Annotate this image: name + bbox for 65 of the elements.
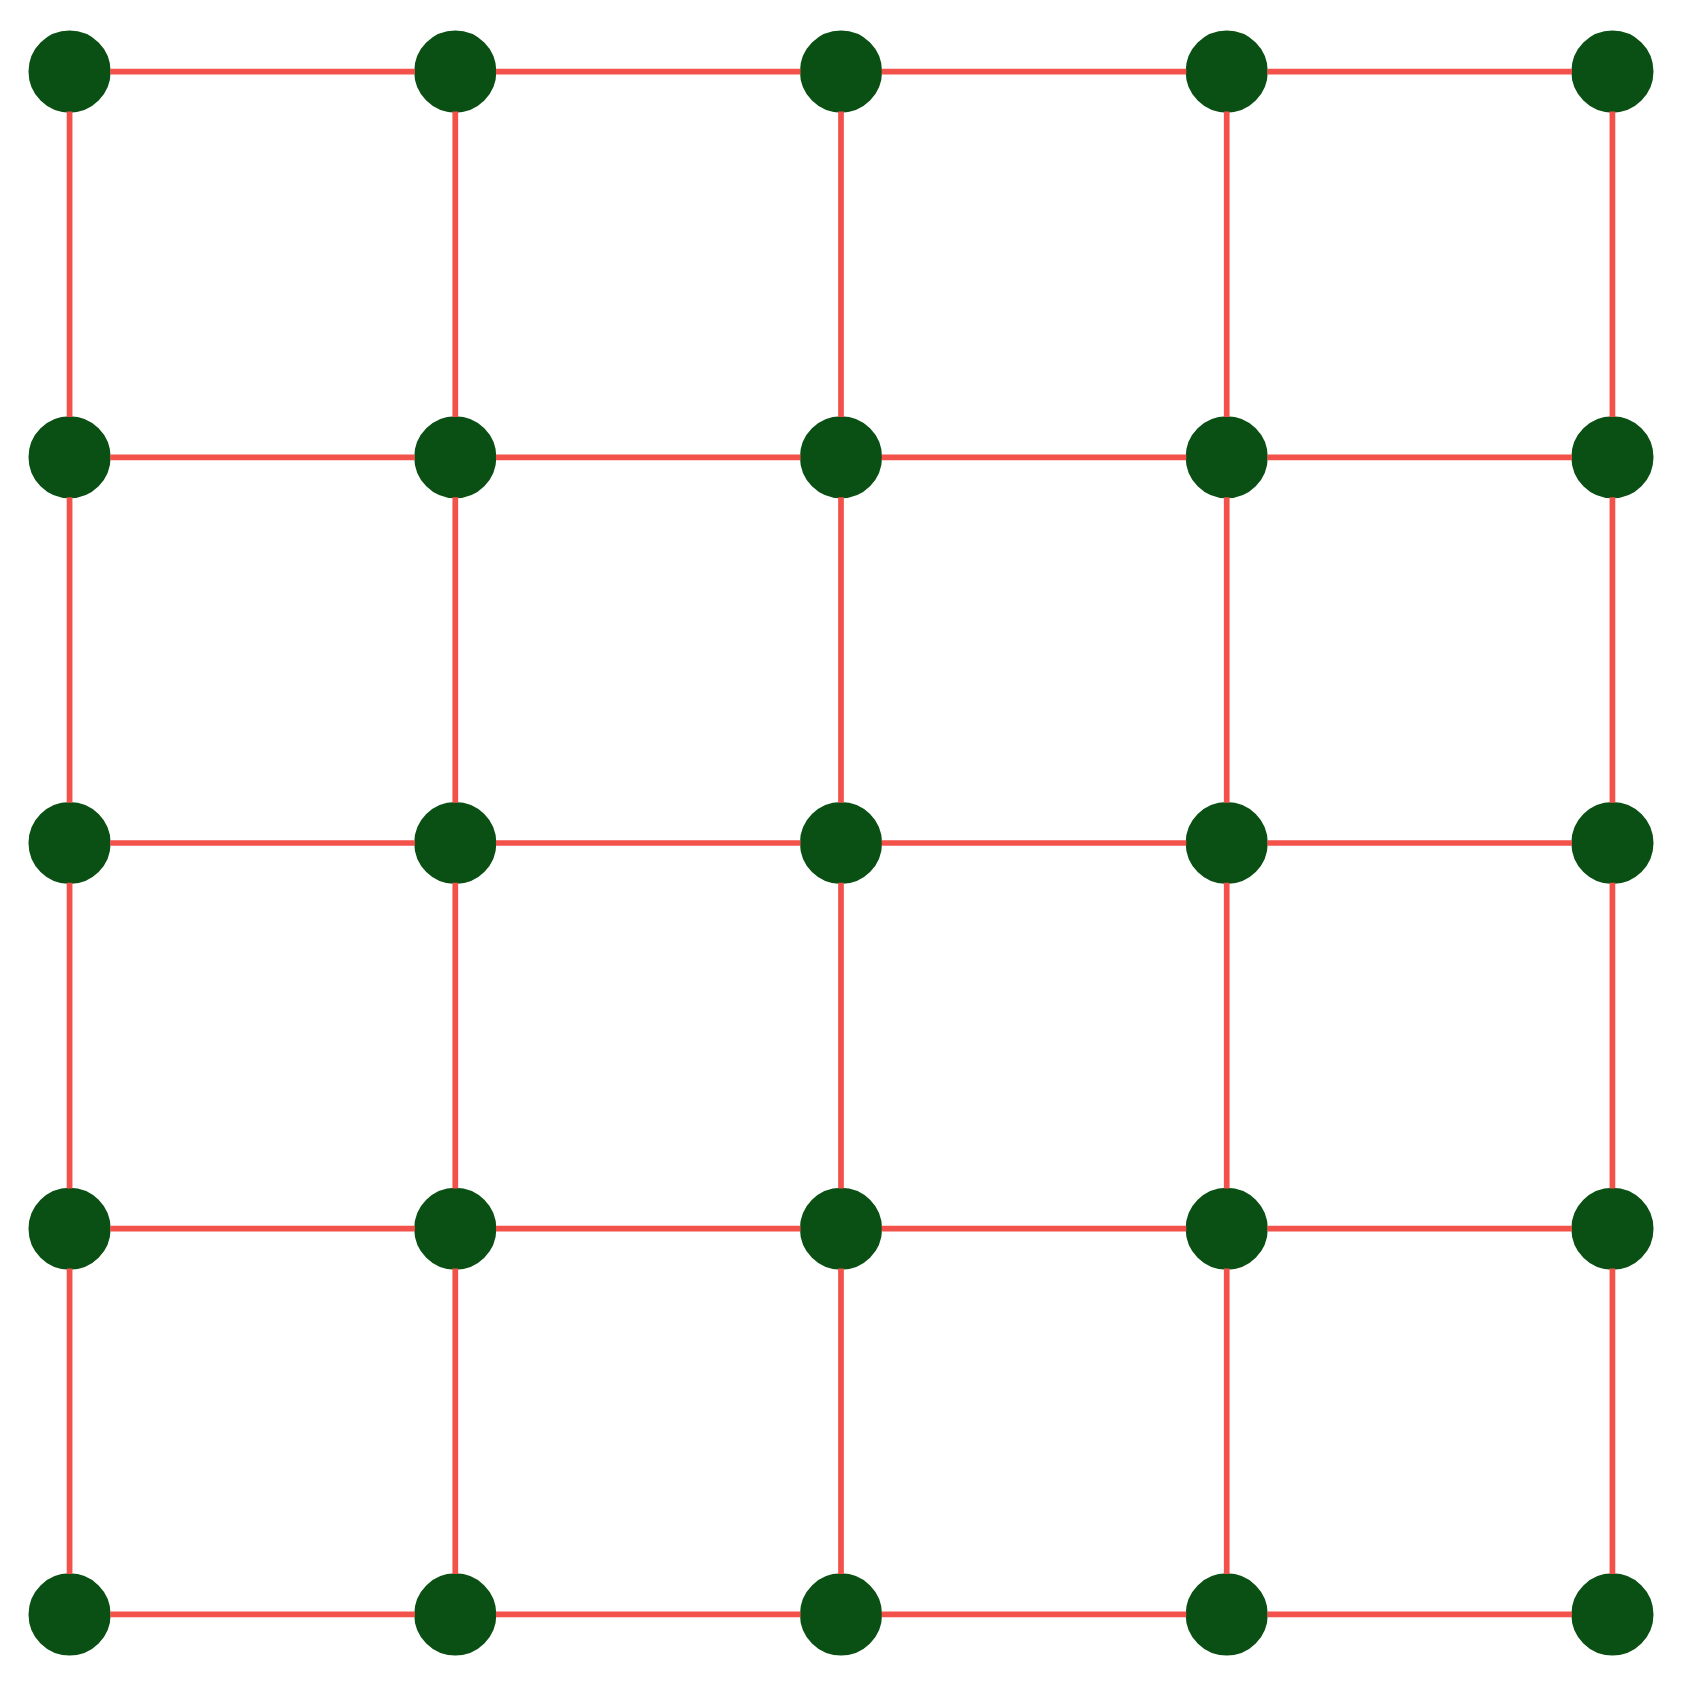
connector xyxy=(495,1224,801,1231)
connector xyxy=(110,67,415,74)
connector xyxy=(1223,1267,1230,1574)
connector xyxy=(881,1224,1187,1231)
connector xyxy=(66,1267,73,1574)
connector xyxy=(495,1610,801,1617)
node-circle xyxy=(28,1572,111,1655)
connector xyxy=(66,881,73,1188)
connector xyxy=(838,496,844,802)
connector xyxy=(838,1267,844,1574)
connector xyxy=(1609,110,1616,416)
connector xyxy=(1267,453,1572,460)
node-circle xyxy=(28,800,111,884)
connector xyxy=(110,1224,415,1231)
node-circle xyxy=(1185,415,1268,498)
connector xyxy=(452,110,459,416)
connector xyxy=(1267,67,1572,74)
connector xyxy=(495,453,801,460)
node-circle xyxy=(1571,800,1654,884)
connector xyxy=(110,1610,415,1617)
connector xyxy=(1267,1224,1572,1231)
connector xyxy=(110,839,415,845)
connector xyxy=(1267,839,1572,845)
node-circle xyxy=(799,1186,883,1269)
connector xyxy=(1609,1267,1616,1574)
connector xyxy=(838,110,844,416)
node-circle xyxy=(799,29,883,112)
connector xyxy=(66,496,73,802)
connector xyxy=(1223,496,1230,802)
node-circle xyxy=(414,800,497,884)
node-circle xyxy=(1185,1186,1268,1269)
connector xyxy=(495,839,801,845)
node-circle xyxy=(1571,1186,1654,1269)
node-circle xyxy=(28,1186,111,1269)
node-circle xyxy=(799,800,883,884)
connector xyxy=(1223,110,1230,416)
connector xyxy=(1267,1610,1572,1617)
connector xyxy=(881,1610,1187,1617)
node-circle xyxy=(1185,800,1268,884)
connector xyxy=(1609,881,1616,1188)
connector xyxy=(66,110,73,416)
node-circle xyxy=(799,415,883,498)
connector xyxy=(1609,496,1616,802)
node-circle xyxy=(1571,1572,1654,1655)
connector xyxy=(495,67,801,74)
node-circle xyxy=(1185,1572,1268,1655)
connector xyxy=(881,839,1187,845)
node-circle xyxy=(1185,29,1268,112)
node-circle xyxy=(28,415,111,498)
connector xyxy=(1223,881,1230,1188)
node-circle xyxy=(414,1572,497,1655)
node-circle xyxy=(28,29,111,112)
node-circle xyxy=(1571,415,1654,498)
connector xyxy=(881,453,1187,460)
connector xyxy=(110,453,415,460)
node-circle xyxy=(1571,29,1654,112)
connector xyxy=(452,881,459,1188)
connector xyxy=(838,881,844,1188)
connector xyxy=(881,67,1187,74)
node-circle xyxy=(414,415,497,498)
node-circle xyxy=(414,1186,497,1269)
connector xyxy=(452,496,459,802)
connector xyxy=(452,1267,459,1574)
node-circle xyxy=(799,1572,883,1655)
node-circle xyxy=(414,29,497,112)
